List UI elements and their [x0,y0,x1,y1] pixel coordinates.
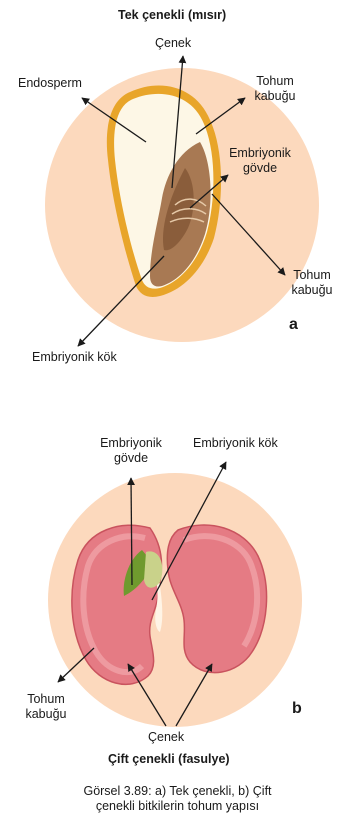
figure-b-letter: b [292,700,302,718]
label-embriyonik-govde-a: Embriyonik gövde [222,146,298,176]
figure-a-letter: a [289,316,298,334]
label-cenek-a: Çenek [155,36,191,51]
figure-b-title: Çift çenekli (fasulye) [108,752,230,767]
label-embriyonik-kok-a: Embriyonik kök [32,350,117,365]
label-tohum-kabugu-right: Tohum kabuğu [283,268,341,298]
caption-line-2: çenekli bitkilerin tohum yapısı [0,799,355,814]
label-tohum-kabugu-b: Tohum kabuğu [20,692,72,722]
label-embriyonik-kok-b: Embriyonik kök [193,436,278,451]
caption-line-1: Görsel 3.89: a) Tek çenekli, b) Çift [0,784,355,799]
label-tohum-kabugu-top: Tohum kabuğu [246,74,304,104]
figure-caption: Görsel 3.89: a) Tek çenekli, b) Çift çen… [0,784,355,814]
label-embriyonik-govde-b: Embriyonik gövde [90,436,172,466]
label-endosperm: Endosperm [18,76,82,91]
label-cenek-b: Çenek [148,730,184,745]
